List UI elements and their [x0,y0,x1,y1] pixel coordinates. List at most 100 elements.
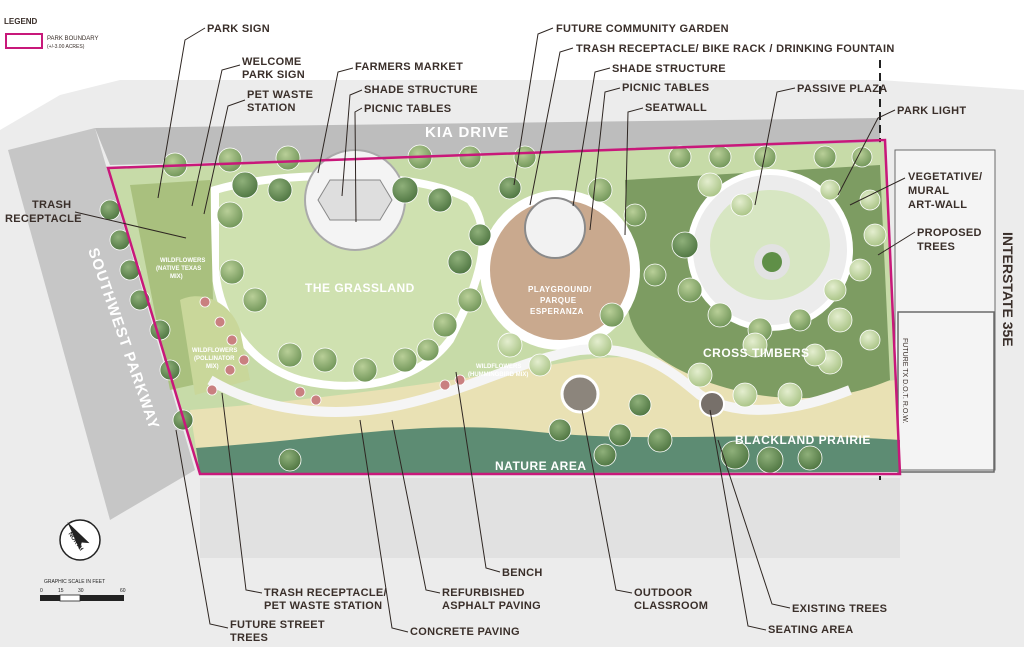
label-pet-waste-1: PET WASTE [247,89,313,101]
tree [548,418,572,442]
zone-playground-1: PLAYGROUND/ [528,285,592,294]
tree [756,446,784,474]
label-park-sign: PARK SIGN [207,23,270,35]
tree [593,443,617,467]
flower-bed-shrub [214,316,226,328]
scale-tick-30: 30 [78,588,84,594]
scale-tick-15: 15 [58,588,64,594]
flower-bed-shrub [310,394,322,406]
park-area [108,142,900,474]
label-trash-bike: TRASH RECEPTACLE/ BIKE RACK / DRINKING F… [576,43,895,55]
flower-bed-shrub [238,354,250,366]
label-proposed-1: PROPOSED [917,227,982,239]
label-seatwall: SEATWALL [645,102,707,114]
tree [623,203,647,227]
parking-area [200,478,900,558]
label-trash-1: TRASH [32,199,71,211]
tree [432,312,458,338]
tree [447,249,473,275]
label-refurbished-1: REFURBISHED [442,587,525,599]
tree [708,145,732,169]
tree [277,342,303,368]
zone-blackland-prairie: BLACKLAND PRAIRIE [735,433,871,447]
concrete-walkway [207,344,852,417]
label-picnic-tables-2: PICNIC TABLES [622,82,709,94]
road-label-row: FUTURE TX D.O.T. R.O.W. [901,338,908,423]
north-arrow: NORTH [59,519,101,561]
tree [697,172,723,198]
label-welcome-1: WELCOME [242,56,302,68]
tree [216,201,244,229]
zone-playground-2: PARQUE [540,296,577,305]
zone-playground-3: ESPERANZA [530,307,584,316]
tree [468,223,492,247]
tree [278,448,302,472]
label-pet-waste-2: STATION [247,102,296,114]
label-picnic-tables-1: PICNIC TABLES [364,103,451,115]
wildflowers-pollinator-3: MIX) [206,364,219,370]
zone-nature-area: NATURE AREA [495,459,587,473]
seating-area [699,391,725,417]
tree [497,332,523,358]
flower-bed-shrub [224,364,236,376]
flower-bed-shrub [226,334,238,346]
tree [427,187,453,213]
wildflowers-pollinator-2: (POLLINATOR [194,356,235,362]
tree [647,427,673,453]
label-shade-structure-1: SHADE STRUCTURE [364,84,478,96]
tree [217,147,243,173]
tree [498,176,522,200]
tree [392,347,418,373]
label-passive-plaza: PASSIVE PLAZA [797,83,888,95]
label-existing-trees: EXISTING TREES [792,603,887,615]
tree [848,258,872,282]
tree [99,199,121,221]
label-outdoor-2: CLASSROOM [634,600,708,612]
label-bench: BENCH [502,567,543,579]
legend-boundary-area: (+/-3.00 ACRES) [47,44,85,50]
label-trash-2: RECEPTACLE [5,213,82,225]
scale-tick-60: 60 [120,588,126,594]
tree [231,171,259,199]
tree [457,287,483,313]
tree [242,287,268,313]
label-seating-area: SEATING AREA [768,624,854,636]
tree [267,177,293,203]
flower-bed-shrub [199,296,211,308]
label-vegetative-3: ART-WALL [908,199,967,211]
tree [813,145,837,169]
tree [677,277,703,303]
label-vegetative-1: VEGETATIVE/ [908,171,982,183]
label-trash-pet-1: TRASH RECEPTACLE/ [264,587,387,599]
legend-boundary-swatch [5,33,43,49]
wildflowers-native-1: WILDFLOWERS [160,258,205,264]
park-boundary-line [106,138,902,476]
tree [275,145,301,171]
label-refurbished-2: ASPHALT PAVING [442,600,541,612]
tree [352,357,378,383]
zone-grassland: THE GRASSLAND [305,281,415,295]
label-trash-pet-2: PET WASTE STATION [264,600,382,612]
tree [219,259,245,285]
tree [599,302,625,328]
outdoor-classroom [560,374,600,414]
tree [777,382,803,408]
wildflowers-hummingbird-1: WILDFLOWERS [476,364,521,370]
tree [119,259,141,281]
tree [416,338,440,362]
road-label-kia-drive: KIA DRIVE [425,124,509,141]
tree [823,278,847,302]
tree [797,445,823,471]
legend: LEGEND PARK BOUNDARY (+/-3.00 ACRES) [4,17,98,50]
tree [742,332,768,358]
tree [827,307,853,333]
label-concrete-paving: CONCRETE PAVING [410,626,520,638]
road-label-interstate: INTERSTATE 35E [1000,232,1016,347]
tree [671,231,699,259]
scale-caption: GRAPHIC SCALE IN FEET [44,579,105,585]
tree [668,145,692,169]
tree [851,146,873,168]
tree [753,145,777,169]
label-shade-structure-2: SHADE STRUCTURE [612,63,726,75]
